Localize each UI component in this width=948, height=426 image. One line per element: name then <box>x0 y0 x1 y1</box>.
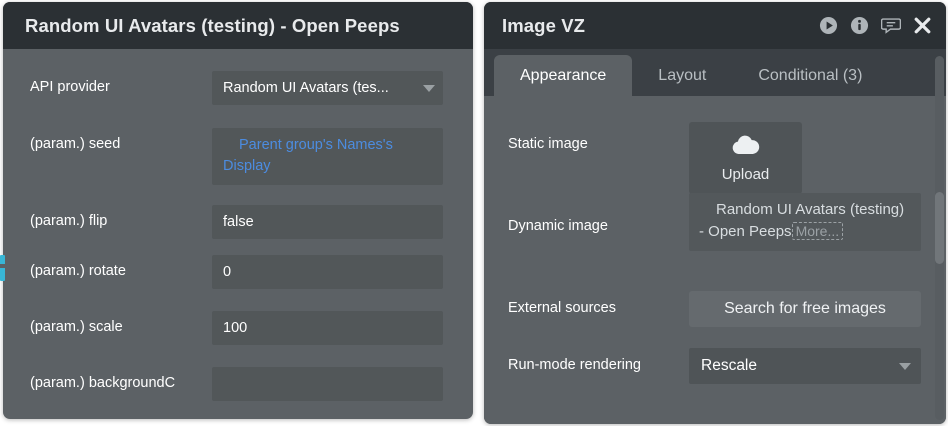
label-api-provider: API provider <box>30 79 110 95</box>
dropdown-run-mode-value: Rescale <box>701 357 757 374</box>
input-param-backgroundc[interactable] <box>212 367 443 401</box>
field-param-seed-value: Parent group's Names's Display <box>223 137 393 174</box>
tab-appearance[interactable]: Appearance <box>494 55 633 96</box>
upload-button[interactable]: Upload <box>689 122 802 194</box>
label-param-scale: (param.) scale <box>30 319 123 335</box>
more-button[interactable]: More... <box>791 221 844 240</box>
tab-conditional[interactable]: Conditional (3) <box>758 66 863 84</box>
input-param-scale-value: 100 <box>223 320 248 336</box>
right-panel-body: Static image Upload Dynamic image <box>484 96 946 424</box>
label-run-mode-rendering: Run-mode rendering <box>508 357 641 373</box>
search-free-images-button[interactable]: Search for free images <box>689 291 921 327</box>
info-icon[interactable] <box>850 16 869 35</box>
left-panel-title: Random UI Avatars (testing) - Open Peeps <box>25 14 400 36</box>
canvas-element-edge-marker[interactable] <box>0 255 5 281</box>
left-panel-header: Random UI Avatars (testing) - Open Peeps <box>3 2 473 49</box>
dropdown-api-provider[interactable]: Random UI Avatars (tes... <box>212 71 443 105</box>
tab-layout[interactable]: Layout <box>658 66 707 84</box>
field-param-seed[interactable]: Parent group's Names's Display <box>212 128 443 186</box>
upload-button-label: Upload <box>721 166 770 183</box>
input-param-rotate-value: 0 <box>223 264 232 280</box>
dynamic-image-field[interactable]: Random UI Avatars (testing) - Open Peeps… <box>689 193 921 251</box>
input-param-flip[interactable]: false <box>212 205 443 239</box>
panel-scrollbar-thumb[interactable] <box>935 192 944 264</box>
property-tabs: Appearance Layout Conditional (3) <box>484 49 946 96</box>
play-icon[interactable] <box>819 16 838 35</box>
dynamic-image-value: Random UI Avatars (testing) - Open Peeps <box>699 201 905 240</box>
dropdown-run-mode-rendering[interactable]: Rescale <box>689 348 921 384</box>
cloud-upload-icon <box>730 133 762 162</box>
label-dynamic-image: Dynamic image <box>508 218 608 234</box>
label-param-backgroundc: (param.) backgroundC <box>30 375 176 391</box>
label-param-flip: (param.) flip <box>30 213 108 229</box>
close-icon[interactable] <box>913 16 932 35</box>
comment-icon[interactable] <box>880 16 902 35</box>
label-param-seed: (param.) seed <box>30 136 121 152</box>
api-provider-panel: Random UI Avatars (testing) - Open Peeps… <box>3 2 473 419</box>
right-panel-header-actions <box>819 16 932 35</box>
chevron-down-icon <box>423 84 435 92</box>
chevron-down-icon <box>899 362 911 370</box>
label-static-image: Static image <box>508 136 588 152</box>
label-param-rotate: (param.) rotate <box>30 263 126 279</box>
right-panel-title: Image VZ <box>502 14 586 36</box>
label-external-sources: External sources <box>508 300 616 316</box>
input-param-flip-value: false <box>223 214 254 230</box>
input-param-rotate[interactable]: 0 <box>212 255 443 289</box>
dropdown-api-provider-value: Random UI Avatars (tes... <box>223 80 389 96</box>
input-param-scale[interactable]: 100 <box>212 311 443 345</box>
right-panel-header: Image VZ <box>484 2 946 49</box>
image-element-properties-panel: Image VZ <box>484 2 946 424</box>
left-panel-body: API provider Random UI Avatars (tes... (… <box>3 49 473 419</box>
